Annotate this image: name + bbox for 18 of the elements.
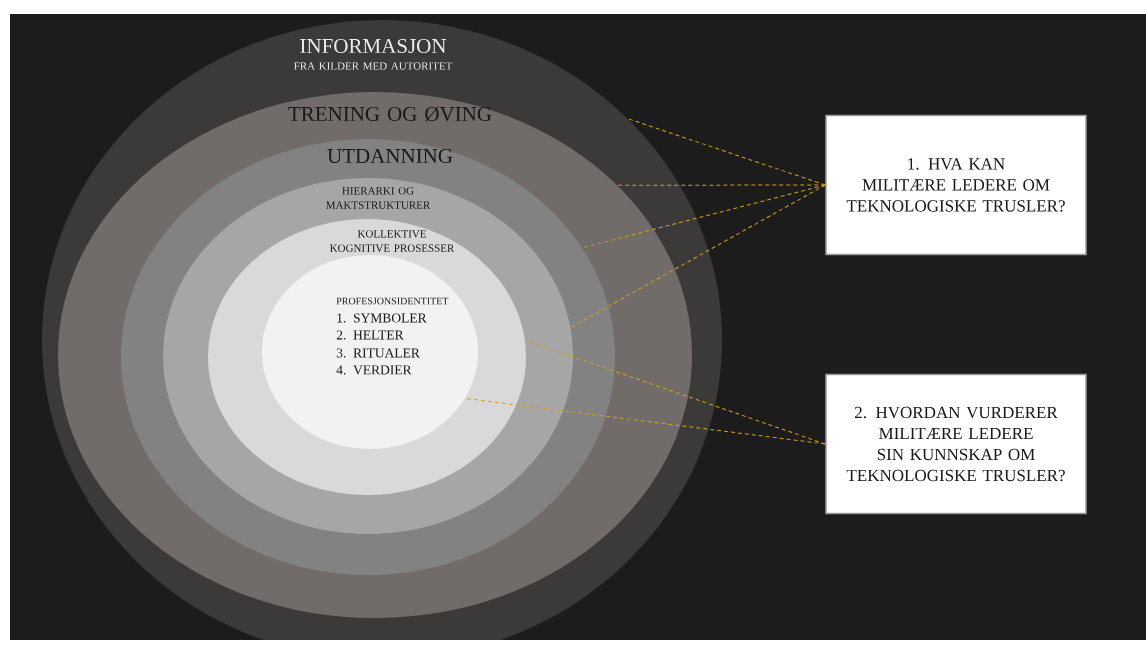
- ring-title: HIERARKI OG MAKTSTRUKTURER: [326, 187, 431, 209]
- list-item: 4. VERDIER: [336, 365, 412, 375]
- ring-title: KOLLEKTIVE KOGNITIVE PROSESSER: [330, 230, 455, 252]
- leader-line: [570, 184, 826, 329]
- ring-title: UTDANNING: [327, 148, 453, 164]
- question-box: 1. HVA KAN MILITÆRE LEDERE OM TEKNOLOGISKE TRUSLER?: [825, 114, 1087, 256]
- leader-line: [524, 339, 826, 445]
- list-item: 2. HELTER: [336, 330, 404, 340]
- list-item: 3. RITUALER: [336, 348, 420, 358]
- ring-title: TRENING OG ØVING: [288, 106, 492, 122]
- ring-subtitle: FRA KILDER MED AUTORITET: [294, 62, 453, 70]
- ring-title: INFORMASJON: [300, 38, 446, 54]
- inner-circle: [262, 255, 478, 449]
- list-item: 1. SYMBOLER: [337, 313, 427, 323]
- leader-line: [627, 118, 826, 186]
- leader-line: [616, 184, 826, 186]
- question-box: 2. HVORDAN VURDERER MILITÆRE LEDERE SIN KUNNSKAP OM TEKNOLOGISKE TRUSLER?: [825, 373, 1087, 515]
- circle-title: PROFESJONSIDENTITET: [336, 297, 449, 305]
